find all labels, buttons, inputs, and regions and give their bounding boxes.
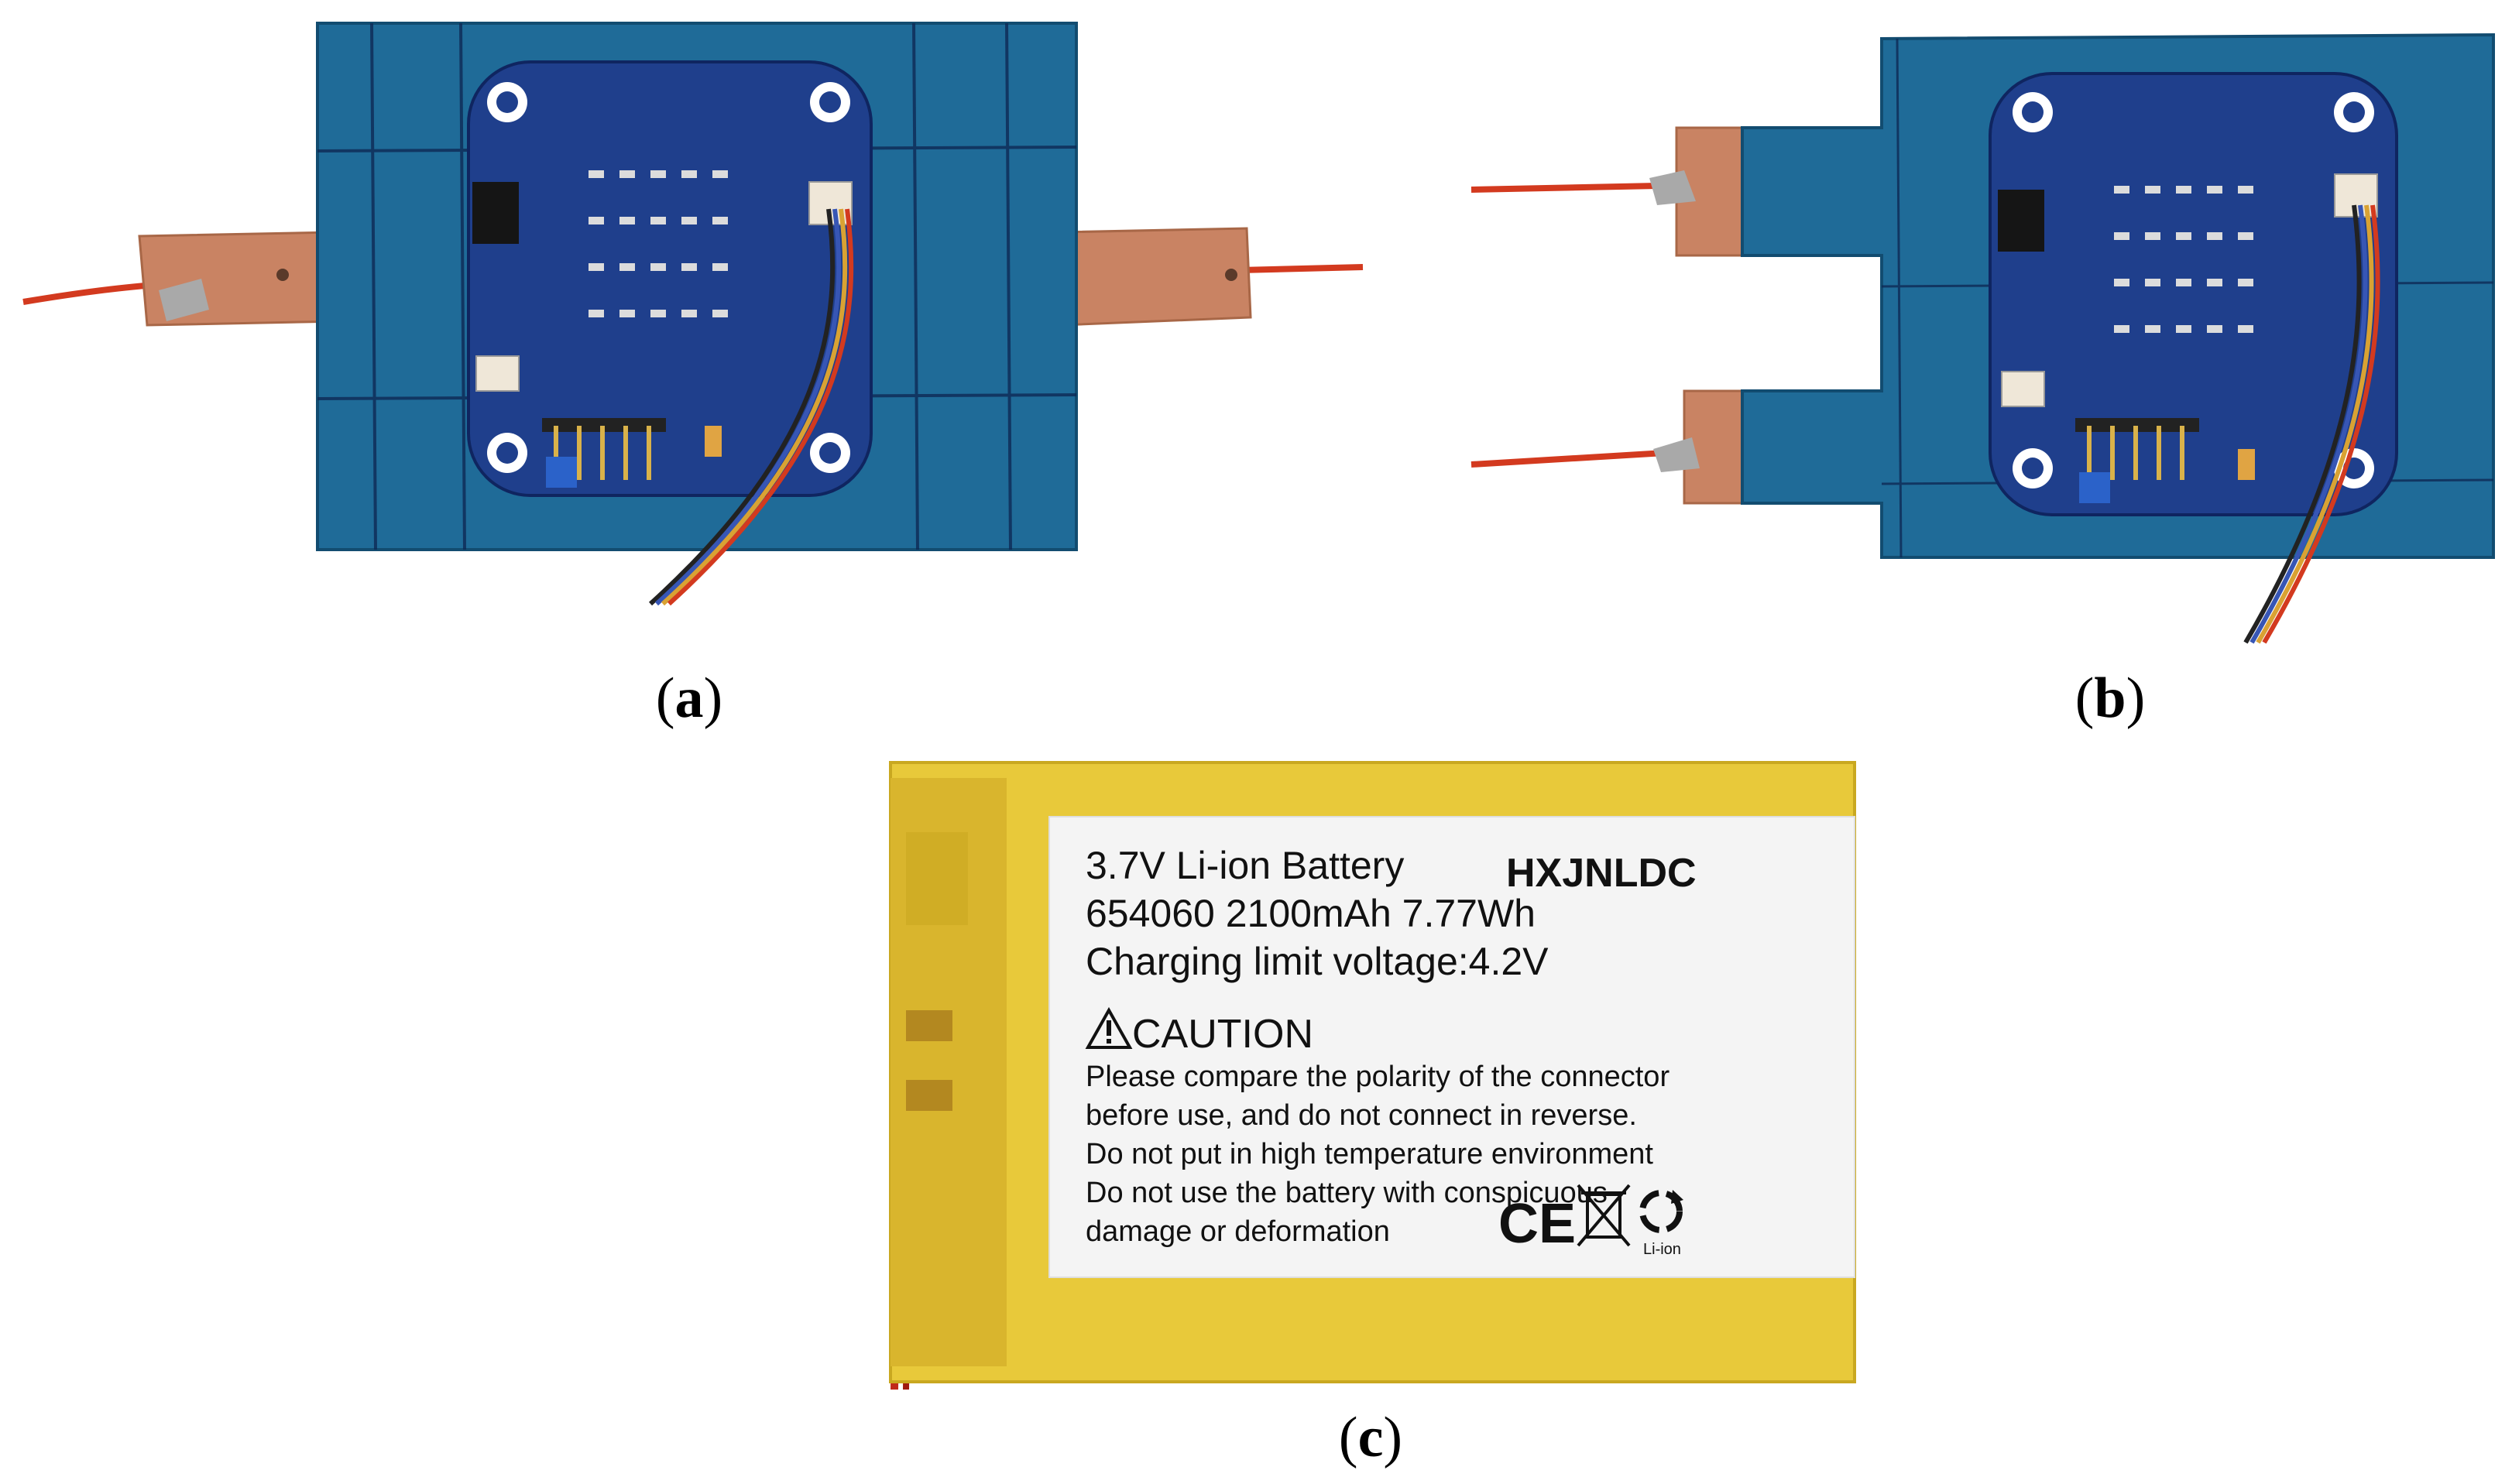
ce-mark: CE bbox=[1498, 1193, 1576, 1255]
battery-line3: Charging limit voltage:4.2V bbox=[1086, 940, 1549, 983]
battery-illustration: 3.7V Li-ion Battery HXJNLDC 654060 2100m… bbox=[889, 761, 1856, 1390]
battery-brand: HXJNLDC bbox=[1506, 851, 1697, 896]
panel-a-image bbox=[0, 15, 1378, 627]
battery-line1: 3.7V Li-ion Battery bbox=[1086, 844, 1404, 887]
warning-line-5: damage or deformation bbox=[1086, 1215, 1390, 1248]
sensor-board-b-illustration bbox=[1470, 33, 2495, 644]
warning-line-1: Please compare the polarity of the conne… bbox=[1086, 1061, 1670, 1093]
caution-title: CAUTION bbox=[1132, 1012, 1313, 1057]
warning-triangle-icon bbox=[1085, 1006, 1133, 1049]
crossed-bin-icon bbox=[1577, 1184, 1631, 1247]
panel-c-image: 3.7V Li-ion Battery HXJNLDC 654060 2100m… bbox=[883, 755, 1858, 1390]
recycle-icon bbox=[1639, 1190, 1683, 1233]
warning-line-2: before use, and do not connect in revers… bbox=[1086, 1099, 1637, 1132]
caption-a: (a) bbox=[655, 667, 723, 730]
warning-line-4: Do not use the battery with conspicuous bbox=[1086, 1177, 1608, 1209]
panel-b-image bbox=[1464, 31, 2501, 650]
battery-line2: 654060 2100mAh 7.77Wh bbox=[1086, 892, 1536, 935]
caption-b: (b) bbox=[2074, 667, 2146, 730]
warning-line-3: Do not put in high temperature environme… bbox=[1086, 1138, 1653, 1170]
sensor-board-a-illustration bbox=[22, 22, 1364, 606]
recycle-text: Li-ion bbox=[1643, 1241, 1681, 1258]
caption-c: (c) bbox=[1338, 1406, 1403, 1469]
